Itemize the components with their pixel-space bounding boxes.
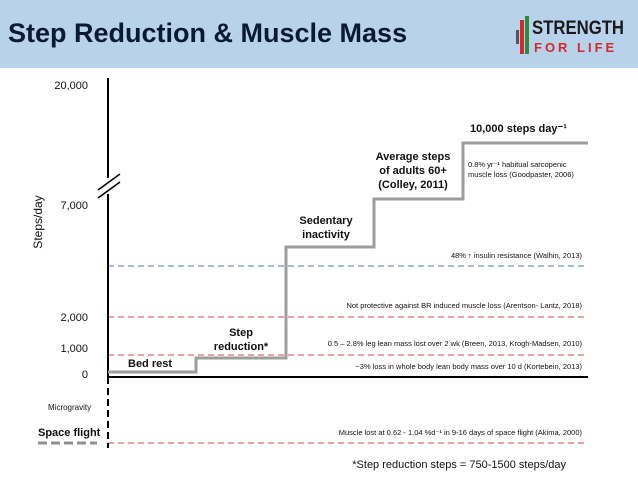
logo-mark-red (520, 20, 524, 54)
space-flight-label: Space flight (38, 427, 101, 439)
y-tick-label: 0 (82, 369, 88, 381)
steps-chart: Steps/day 20,000 7,000 2,000 1,000 0 Mic… (31, 78, 588, 471)
logo-line-1: STRENGTH (532, 18, 624, 39)
reference-text-arentson: Not protective against BR induced muscle… (346, 301, 582, 310)
y-tick-label: 2,000 (60, 312, 88, 324)
logo-mark-green (525, 16, 529, 54)
axis-break-mark (97, 181, 121, 199)
slide-title: Step Reduction & Muscle Mass (8, 18, 408, 48)
step-series-line (108, 141, 588, 374)
title-bar: Step Reduction & Muscle Mass STRENGTH FO… (0, 0, 638, 68)
step-label-10000: 10,000 steps day⁻¹ (470, 123, 567, 135)
reference-text-breen: 0.5 – 2.8% leg lean mass lost over 2 wk … (328, 339, 583, 348)
microgravity-label: Microgravity (48, 403, 91, 412)
reference-text-space-flight: Muscle lost at 0.62 - 1.04 %d⁻¹ in 9-16 … (339, 428, 583, 437)
axis-break-gap (98, 178, 118, 194)
y-axis-title: Steps/day (31, 195, 45, 248)
reference-text-kortebein: ~3% loss in whole body lean body mass ov… (355, 362, 582, 371)
logo-line-2: FOR LIFE (534, 40, 617, 55)
footnote: *Step reduction steps = 750-1500 steps/d… (352, 459, 566, 471)
strength-for-life-logo: STRENGTH FOR LIFE (516, 16, 624, 55)
step-label-bed-rest: Bed rest (128, 358, 172, 370)
axis-break-mark (97, 173, 121, 191)
y-tick-label: 7,000 (60, 200, 88, 212)
y-tick-label: 20,000 (54, 80, 88, 92)
reference-text-insulin: 48% ↑ insulin resistance (Walhin, 2013) (451, 251, 583, 260)
logo-mark-gray (516, 30, 519, 44)
y-tick-label: 1,000 (60, 343, 88, 355)
